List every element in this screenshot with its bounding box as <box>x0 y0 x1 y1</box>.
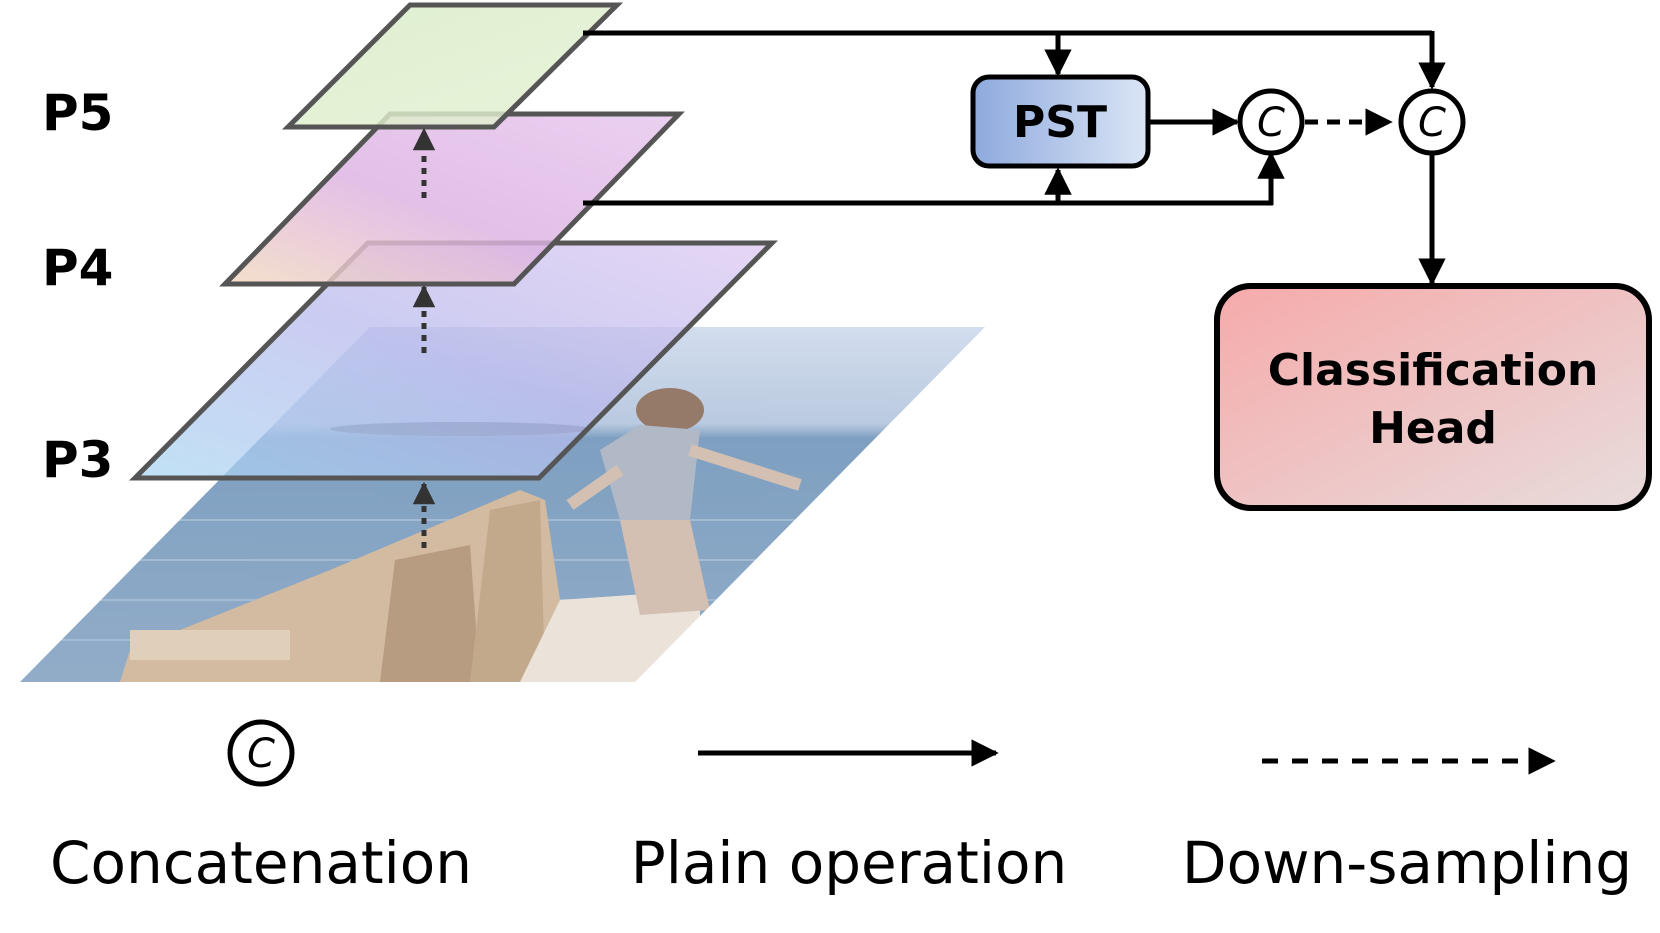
p4-feature-plane <box>219 111 685 287</box>
concat-node-1: C <box>1237 88 1305 156</box>
legend-plain-label: Plain operation <box>631 829 1067 897</box>
legend-concat-symbol: C <box>227 719 295 787</box>
legend-downsampling-label: Down-sampling <box>1182 829 1632 897</box>
classification-head-line1: Classification <box>1268 345 1599 396</box>
concat-node-2-symbol: C <box>1418 100 1446 146</box>
legend: C Concatenation Plain operation Down-sam… <box>50 719 1632 897</box>
label-p5: P5 <box>42 84 113 142</box>
p3-feature-plane <box>129 240 778 481</box>
pst-box <box>970 74 1151 169</box>
classification-head-line2: Head <box>1369 403 1497 454</box>
concat-node-1-symbol: C <box>1257 100 1285 146</box>
p5-feature-plane <box>281 2 624 130</box>
pst-label: PST <box>1013 97 1107 148</box>
label-p4: P4 <box>42 239 113 297</box>
label-p3: P3 <box>42 431 113 489</box>
classification-head-box <box>1214 283 1652 511</box>
legend-concatenation-label: Concatenation <box>50 829 472 897</box>
legend-concat-glyph: C <box>247 731 275 777</box>
concat-node-2: C <box>1398 88 1466 156</box>
